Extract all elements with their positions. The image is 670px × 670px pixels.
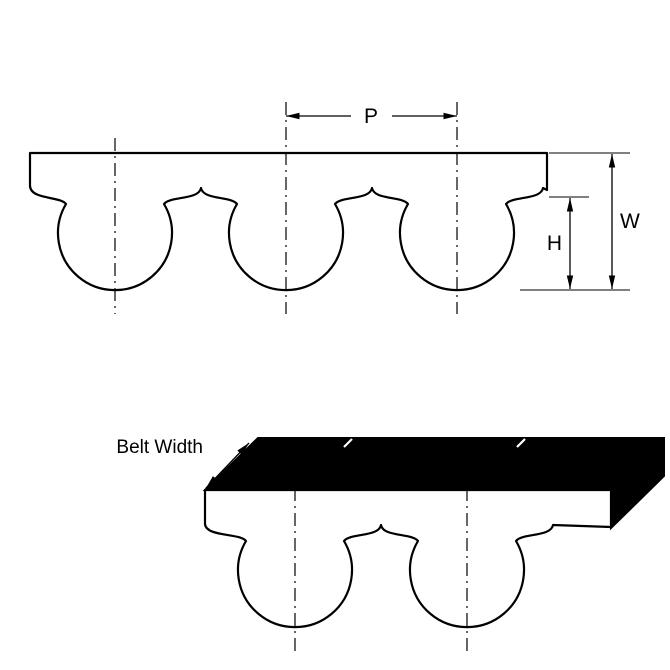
belt-width-arrow: [205, 442, 250, 489]
tooth-height-dimension: H: [547, 196, 589, 289]
top-face-tick: [343, 438, 353, 448]
belt-thickness-dimension: W: [549, 152, 640, 289]
tooth-height-label: H: [547, 232, 562, 255]
pitch-dimension: P: [286, 105, 457, 128]
belt-width-label: Belt Width: [116, 437, 203, 458]
belt-3d-front-profile: [203, 488, 613, 629]
belt-profile-2d: [28, 151, 549, 292]
pitch-label: P: [364, 105, 378, 128]
top-face-tick: [516, 438, 526, 448]
isometric-3d-view: Belt Width: [116, 437, 665, 655]
belt-thickness-label: W: [620, 210, 640, 233]
belt-width-dimension: Belt Width: [116, 437, 250, 489]
profile-2d-view: P W H: [28, 102, 640, 314]
